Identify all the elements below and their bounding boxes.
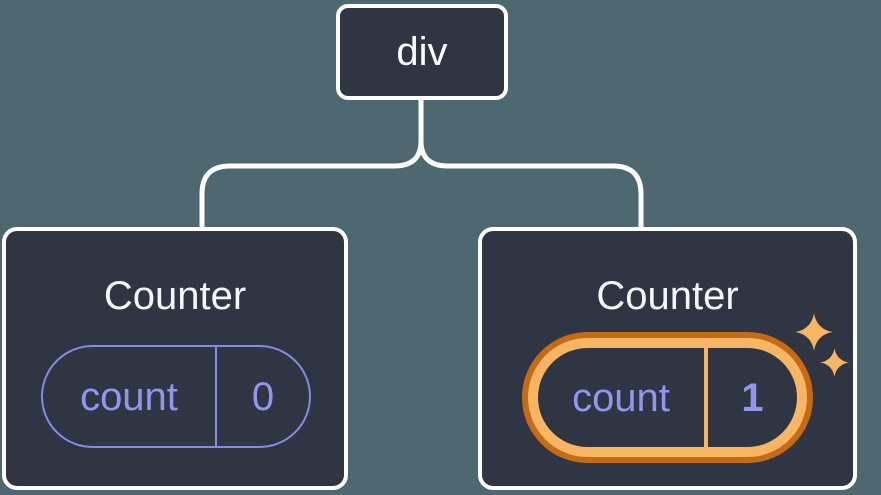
counter-card-left-title: Counter [103,274,247,318]
state-key-label: count [572,375,670,420]
connector-right-branch [418,100,644,230]
tree-node-div-label: div [396,30,448,74]
state-value-label: 1 [741,375,764,420]
state-key-label: count [80,374,178,419]
state-pill-right: count 1 [538,348,797,447]
sparkle-large-icon [795,313,833,351]
state-key-cell: count [43,347,217,446]
counter-card-right-title: Counter [596,274,739,318]
state-key-cell: count [538,348,708,447]
state-value-label: 0 [251,374,275,419]
state-value-cell: 0 [217,347,309,446]
tree-node-div: div [336,4,508,100]
state-highlight-ring-inner: count 1 [528,338,807,457]
connector-left-branch [199,100,424,230]
state-pill-left: count 0 [41,345,311,448]
state-highlight-ring: count 1 [522,332,813,463]
sparkle-small-icon [820,348,849,377]
counter-card-left: Counter count 0 [2,227,348,490]
state-value-cell: 1 [708,348,797,447]
counter-card-right: Counter count 1 [478,227,857,490]
